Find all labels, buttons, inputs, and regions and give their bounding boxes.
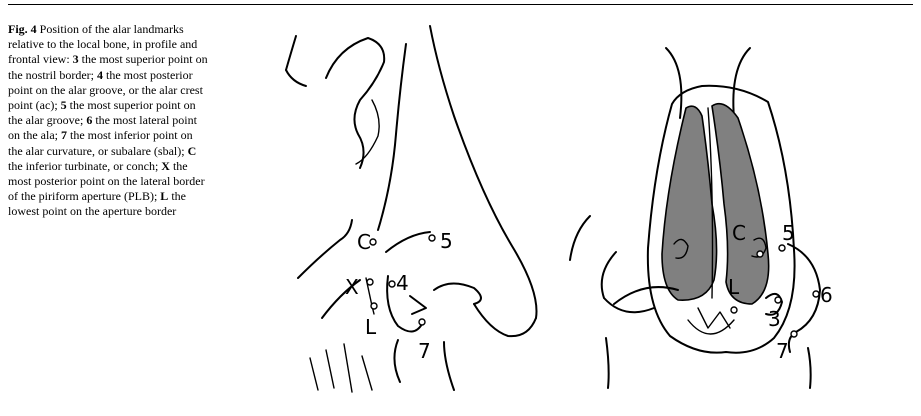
caption-key-5: 5 <box>60 98 67 113</box>
frontal-view: C L 3 5 6 7 <box>569 47 833 389</box>
frontal-left-nostril <box>613 286 679 305</box>
caption-key-x: X <box>161 158 170 173</box>
frontal-label-c: C <box>732 221 746 245</box>
profile-lower-contour <box>443 341 455 391</box>
frontal-right-cavity <box>711 102 770 305</box>
profile-label-x: X <box>345 275 359 299</box>
frontal-label-7: 7 <box>776 339 789 363</box>
profile-label-l: L <box>365 315 377 339</box>
profile-nostril <box>433 282 482 305</box>
caption-text-4: the most posterior point on the alar gro… <box>8 67 203 113</box>
frontal-left-turbinate <box>673 238 689 259</box>
frontal-point-5 <box>778 244 786 252</box>
caption-text-3: the most superior point on the nostril b… <box>8 52 208 82</box>
frontal-left-brow <box>665 47 683 119</box>
profile-point-c <box>369 238 377 246</box>
profile-orbit-contour <box>325 37 386 169</box>
caption-text-5: the most superior point on the alar groo… <box>8 98 196 128</box>
profile-maxilla-line-2 <box>321 279 361 319</box>
profile-alar-groove <box>385 231 431 253</box>
frontal-label-3: 3 <box>768 307 781 331</box>
caption-key-4: 4 <box>96 67 103 82</box>
figure-label: Fig. 4 <box>8 22 37 36</box>
caption-text-7: the most inferior point on the alar curv… <box>8 128 193 158</box>
frontal-aperture-outline <box>646 84 796 354</box>
caption-intro: Position of the alar landmarks relative … <box>8 22 198 67</box>
caption-key-3: 3 <box>72 52 79 67</box>
profile-orbit-inner <box>355 99 380 165</box>
profile-point-4 <box>388 280 396 288</box>
frontal-label-6: 6 <box>820 283 833 307</box>
profile-brow-stroke-2 <box>285 69 307 87</box>
profile-lip-line <box>393 339 401 383</box>
profile-maxilla-line <box>297 219 353 279</box>
profile-bone-line <box>377 43 407 231</box>
profile-label-5: 5 <box>440 229 453 253</box>
profile-label-7: 7 <box>418 339 431 363</box>
profile-chin-stroke-2 <box>325 349 335 389</box>
frontal-point-6 <box>812 290 820 298</box>
profile-point-l <box>370 302 378 310</box>
frontal-point-7 <box>790 330 798 338</box>
frontal-left-ala <box>600 251 655 314</box>
caption-key-l: L <box>160 189 169 204</box>
profile-brow-stroke <box>285 35 297 71</box>
caption-text-x: the most posterior point on the lateral … <box>8 158 205 204</box>
frontal-septum <box>707 107 714 299</box>
caption-text-6: the most lateral point on the ala; <box>8 113 197 143</box>
figure-panel: C X L 4 5 7 <box>268 8 913 408</box>
profile-chin-stroke-3 <box>343 343 353 393</box>
caption-key-c: C <box>187 143 197 158</box>
frontal-point-3 <box>774 296 782 304</box>
frontal-right-brow <box>732 47 751 119</box>
profile-label-c: C <box>357 230 371 254</box>
frontal-point-c <box>756 250 764 258</box>
profile-view: C X L 4 5 7 <box>285 25 538 393</box>
frontal-columella-detail <box>697 307 731 329</box>
profile-label-4: 4 <box>396 271 409 295</box>
profile-ala-loop <box>386 275 423 333</box>
caption-text-c: the inferior turbinate, or conch; <box>8 158 159 173</box>
profile-point-7 <box>418 318 426 326</box>
top-rule <box>8 4 913 5</box>
figure-caption: Fig. 4 Position of the alar landmarks re… <box>8 22 208 220</box>
figure-illustration: C X L 4 5 7 <box>285 25 833 393</box>
profile-point-x <box>366 278 374 286</box>
frontal-label-l: L <box>728 275 740 299</box>
caption-text-l: the lowest point on the aperture border <box>8 189 186 219</box>
profile-nose-tip <box>473 303 537 338</box>
frontal-right-nostril <box>765 292 783 316</box>
frontal-columella <box>687 319 735 335</box>
frontal-right-ala <box>787 243 821 353</box>
profile-chin-stroke-1 <box>309 357 319 391</box>
profile-point-5 <box>428 234 436 242</box>
frontal-point-l <box>730 306 738 314</box>
caption-key-7: 7 <box>60 128 67 143</box>
frontal-right-turbinate <box>751 237 767 258</box>
frontal-left-lip <box>605 337 610 389</box>
profile-nasal-dorsum <box>429 25 538 319</box>
caption-key-6: 6 <box>86 113 93 128</box>
frontal-label-5: 5 <box>782 221 795 245</box>
profile-ala-chevron <box>409 295 427 315</box>
profile-chin-stroke-4 <box>361 355 373 391</box>
frontal-left-cheek <box>569 215 591 261</box>
frontal-right-lip <box>807 347 812 389</box>
frontal-left-cavity <box>661 105 718 301</box>
